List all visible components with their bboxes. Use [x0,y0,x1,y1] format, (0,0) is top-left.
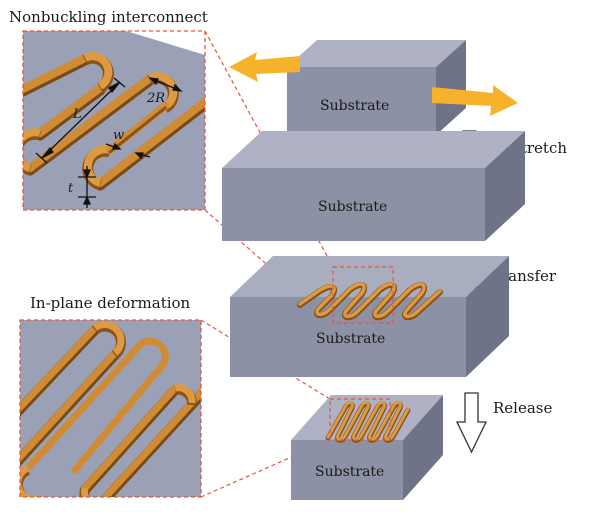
dimension-w-label: w [113,128,124,143]
deformed-wire-closeup [20,321,201,497]
substrate-1-label: Substrate [320,98,389,114]
substrate-block-2 [222,131,525,241]
dimension-L-label: L [72,107,82,122]
stretch-arrow-left-icon [229,52,300,82]
step-release-label: Release [493,399,552,417]
stretch-arrow-right-icon [432,85,518,116]
dimension-2R [148,77,183,92]
substrate-4-label: Substrate [315,464,384,480]
inset-inplane [19,319,202,498]
substrate-block-3 [230,256,509,377]
zoom-region-2 [329,398,391,441]
dimension-t-label: t [68,181,74,196]
substrate-3-label: Substrate [316,331,385,347]
compressed-serpentine [325,401,411,443]
zoom-region-1 [332,266,394,324]
inset-bottom-title: In-plane deformation [30,294,191,312]
substrate-block-1 [287,40,466,135]
dimension-w [105,142,151,160]
serpentine-interconnect [297,282,443,321]
substrate-block-4 [291,395,443,500]
dimension-2R-label: 2R [146,91,165,106]
dimension-t [78,166,96,208]
down-arrow-icon [455,392,488,454]
substrate-2-label: Substrate [318,199,387,215]
inset-top-title: Nonbuckling interconnect [9,8,208,26]
inset-nonbuckling: L 2R w t [22,30,206,211]
dimension-L [35,77,126,164]
